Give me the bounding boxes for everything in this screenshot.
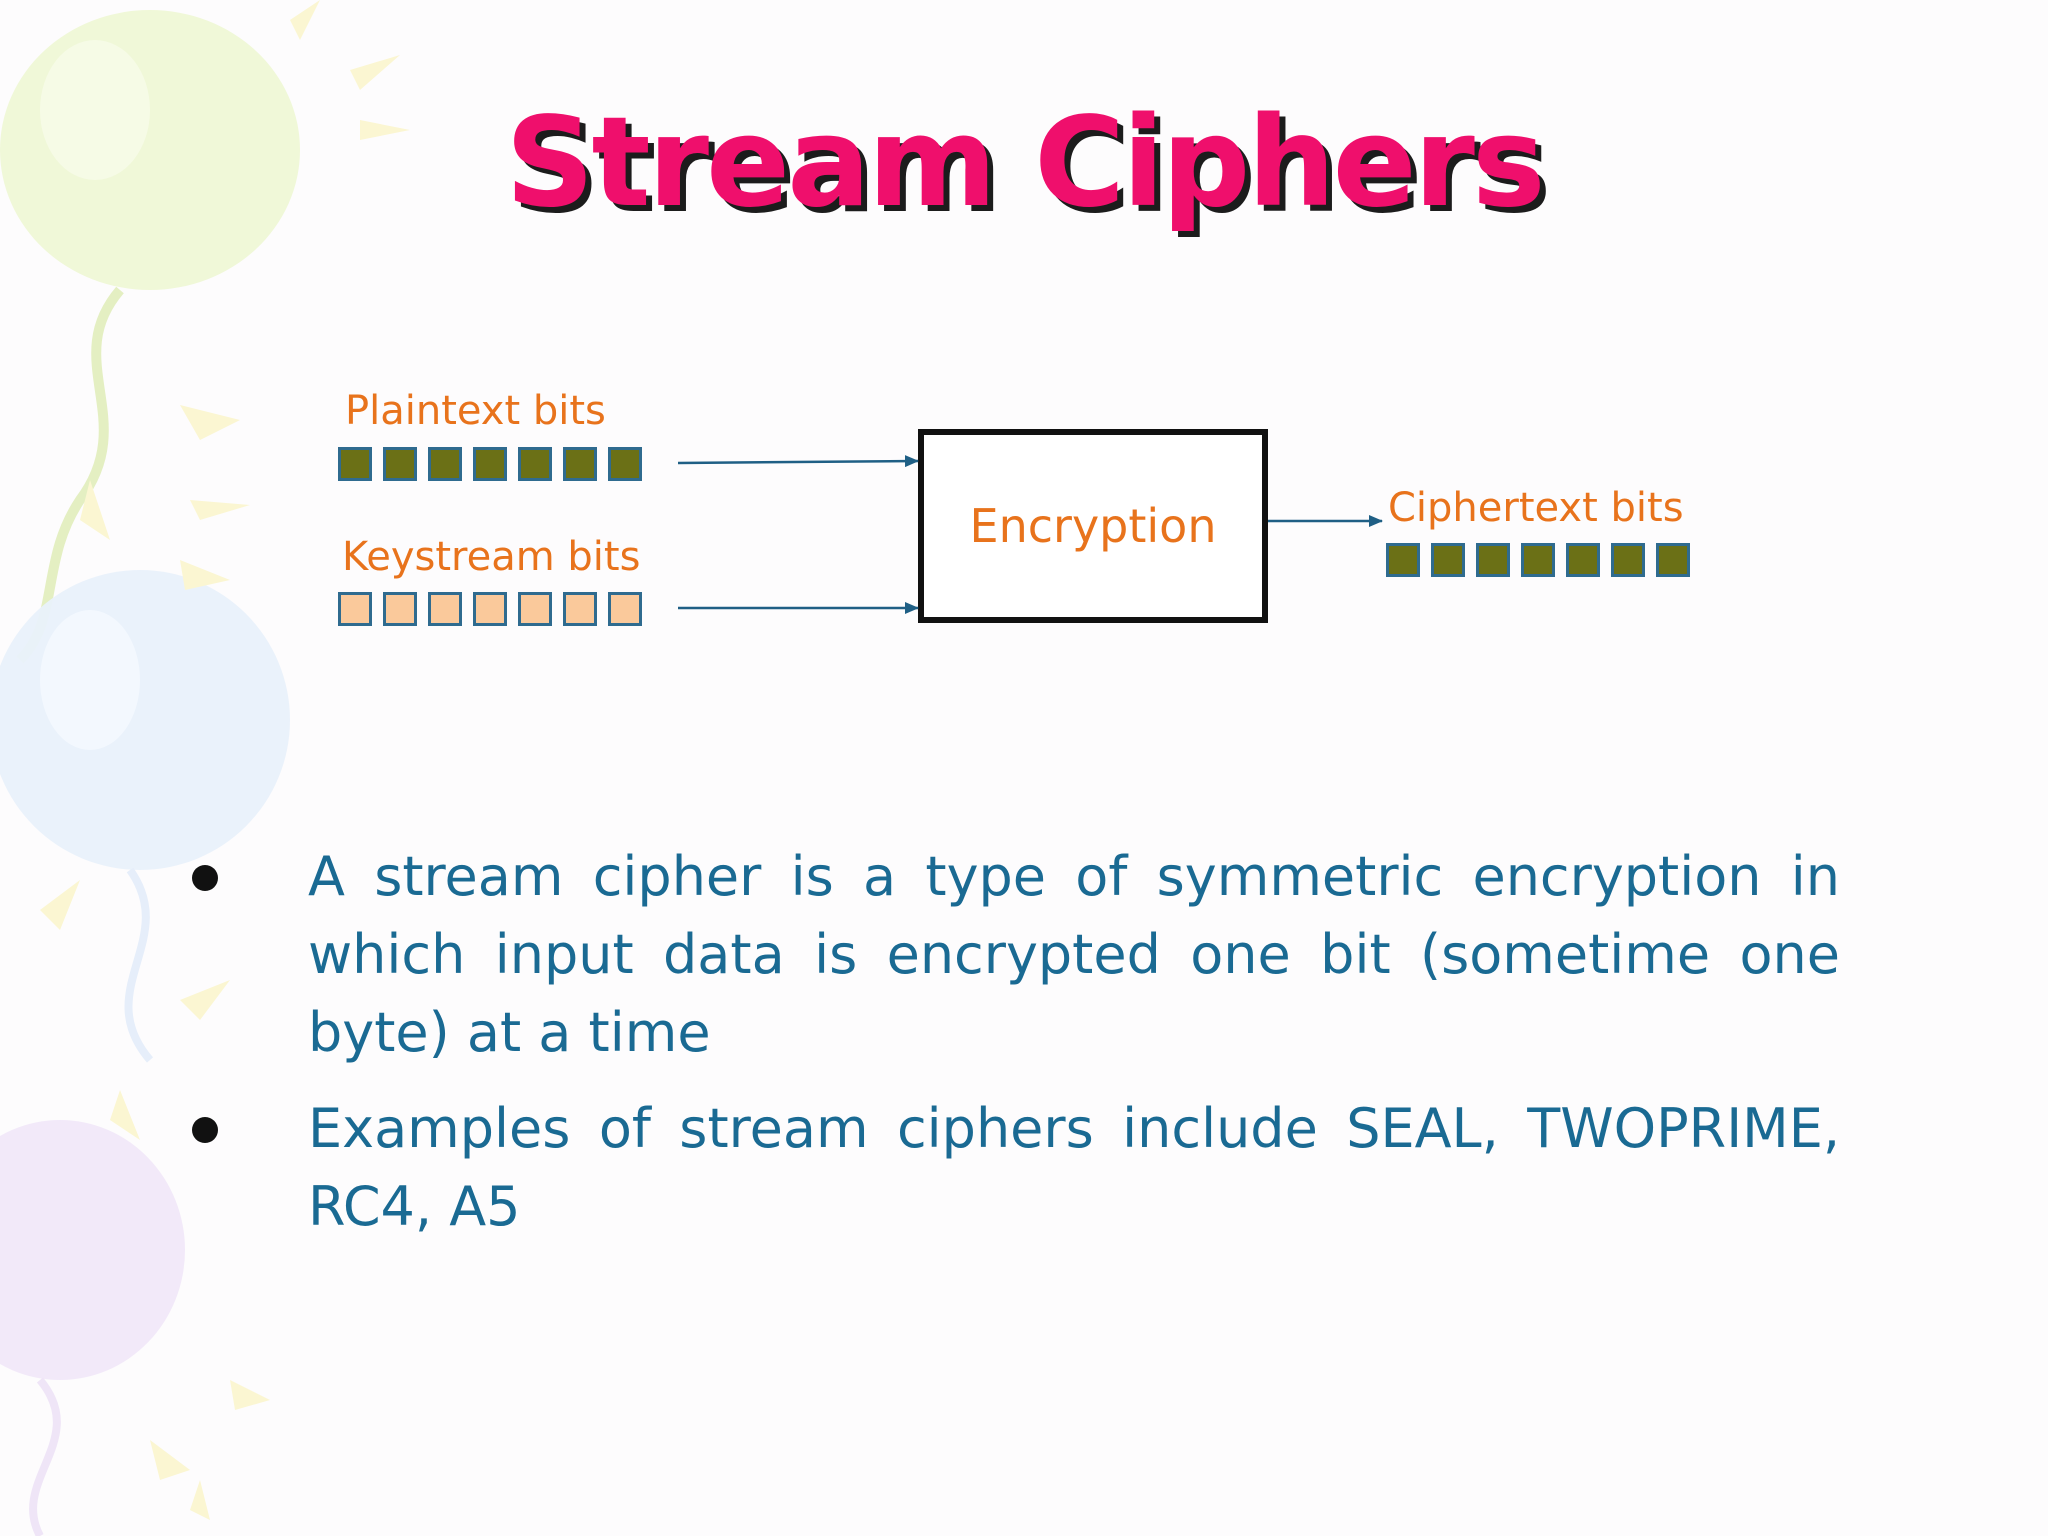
keystream-label: Keystream bits	[342, 534, 641, 580]
bullet-dot-icon	[192, 1117, 218, 1143]
plaintext-bit	[608, 447, 642, 481]
blue-balloon-string	[124, 867, 154, 1063]
plaintext-bit	[383, 447, 417, 481]
bullet-list: A stream cipher is a type of symmetric e…	[190, 838, 1840, 1264]
blue-balloon-highlight	[40, 610, 140, 750]
bullet-text: Examples of stream ciphers include SEAL,…	[308, 1097, 1840, 1238]
purple-balloon	[0, 1120, 185, 1380]
ciphertext-label: Ciphertext bits	[1388, 485, 1684, 531]
keystream-bit	[338, 592, 372, 626]
ciphertext-bit	[1521, 543, 1555, 577]
keystream-bits	[338, 592, 642, 626]
ciphertext-bit	[1656, 543, 1690, 577]
ciphertext-bit	[1386, 543, 1420, 577]
plaintext-bit	[563, 447, 597, 481]
keystream-bit	[563, 592, 597, 626]
encryption-label: Encryption	[969, 499, 1217, 553]
plaintext-bits	[338, 447, 642, 481]
sparkle-rays	[40, 0, 410, 1520]
bullet-item: A stream cipher is a type of symmetric e…	[190, 838, 1840, 1072]
ciphertext-bit	[1431, 543, 1465, 577]
keystream-bit	[608, 592, 642, 626]
bullet-text: A stream cipher is a type of symmetric e…	[308, 845, 1840, 1064]
keystream-bit	[518, 592, 552, 626]
plaintext-bit	[473, 447, 507, 481]
ciphertext-bit	[1476, 543, 1510, 577]
slide-title: Stream Ciphers	[505, 91, 1546, 235]
bullet-item: Examples of stream ciphers include SEAL,…	[190, 1090, 1840, 1246]
green-balloon-highlight	[40, 40, 150, 180]
plaintext-bit	[338, 447, 372, 481]
plaintext-label: Plaintext bits	[345, 388, 606, 434]
ciphertext-bits	[1386, 543, 1690, 577]
ciphertext-bit	[1566, 543, 1600, 577]
keystream-bit	[473, 592, 507, 626]
ciphertext-bit	[1611, 543, 1645, 577]
plaintext-bit	[428, 447, 462, 481]
keystream-bit	[383, 592, 417, 626]
purple-balloon-string	[29, 1377, 61, 1536]
encryption-box: Encryption	[918, 429, 1268, 623]
bullet-dot-icon	[192, 865, 218, 891]
keystream-bit	[428, 592, 462, 626]
plaintext-arrow	[677, 455, 919, 468]
plaintext-bit	[518, 447, 552, 481]
